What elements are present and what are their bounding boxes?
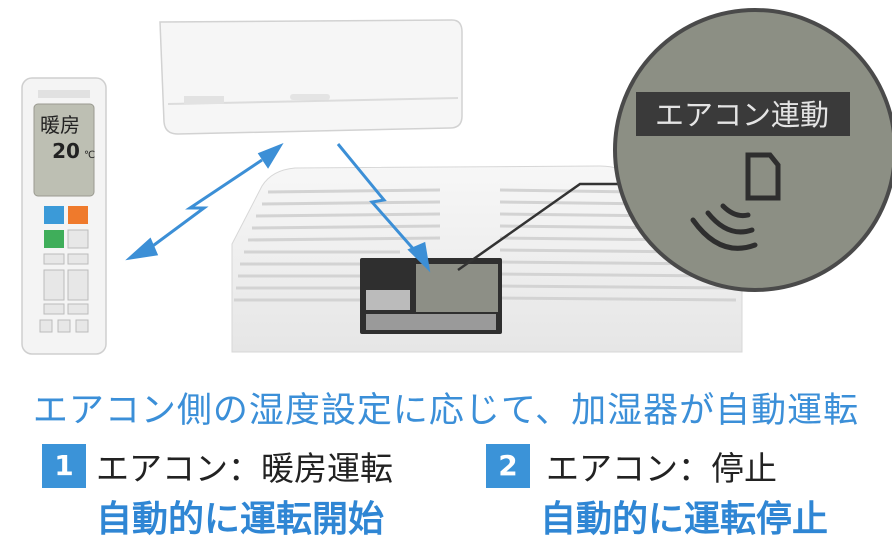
step-2-result: 自動的に運転停止 [540,499,829,540]
headline: エアコン側の湿度設定に応じて、加湿器が自動運転 [32,391,860,431]
remote-temp-unit: ℃ [84,150,95,161]
wireless-arrow-ac-humidifier [336,143,431,273]
step-1-number-badge: 1 [42,444,86,488]
humidifier-control-panel [360,258,502,334]
zoom-label: エアコン連動 [655,98,829,132]
remote-mode-text: 暖房 [40,113,80,137]
air-conditioner [159,19,463,135]
zoom-detail: エアコン連動 [613,8,892,292]
signal-icon [690,152,781,251]
wireless-arrow-remote-ac [125,142,284,261]
step-1-result: 自動的に運転開始 [96,499,385,540]
remote-control: 暖房 20 ℃ [21,77,107,355]
step-2-number-badge: 2 [486,444,530,488]
remote-button-grid [39,206,89,333]
remote-temp-text: 20 [52,139,80,163]
step-2-title: エアコン：停止 [546,449,777,488]
step-1-title: エアコン：暖房運転 [96,449,393,488]
